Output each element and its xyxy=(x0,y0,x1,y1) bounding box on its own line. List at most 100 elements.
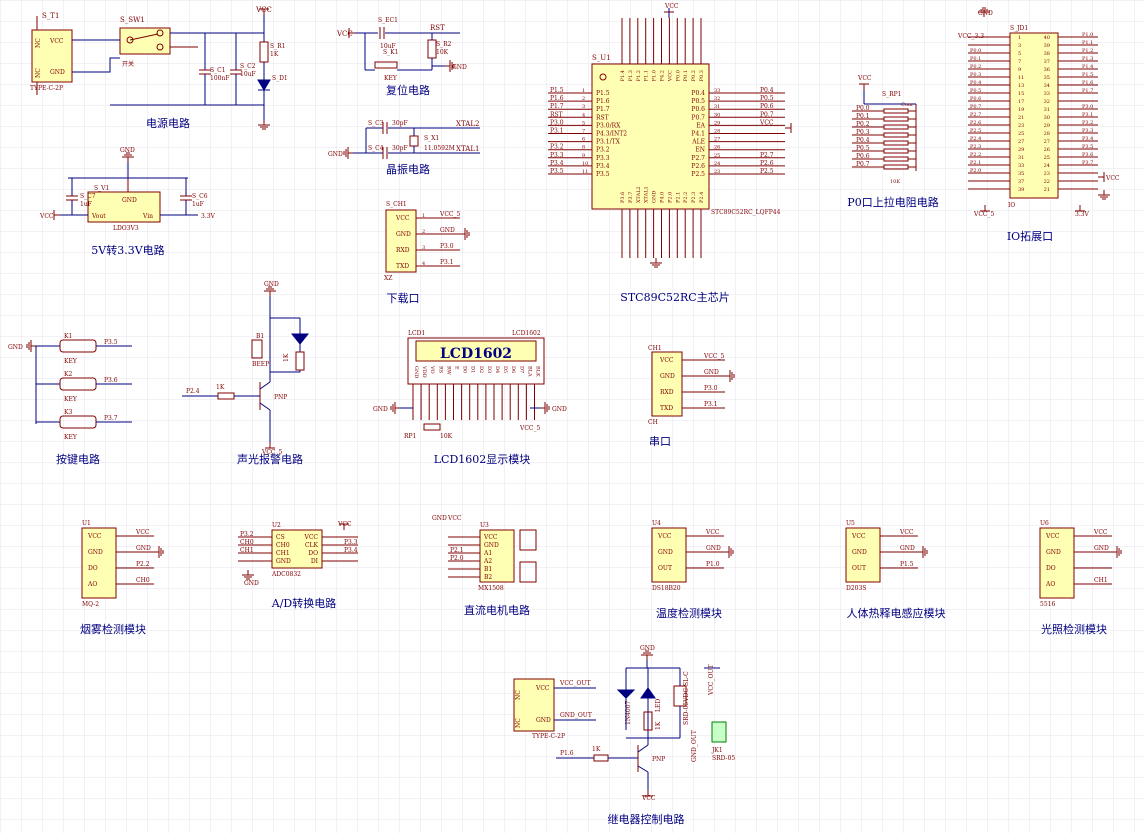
pin-number: 27 xyxy=(1044,139,1050,145)
label: D3 xyxy=(486,366,492,373)
label: P1.3 xyxy=(628,70,634,81)
serial-body xyxy=(651,351,683,417)
label: VCC xyxy=(659,357,674,364)
label: VCC xyxy=(483,534,498,541)
label: P0.4 xyxy=(760,87,774,94)
label: 1 xyxy=(582,88,585,94)
label: DS18B20 xyxy=(652,585,681,592)
label: P1.0 xyxy=(652,70,658,81)
label: GND_OUT xyxy=(691,730,698,762)
label: VCC xyxy=(1045,533,1060,540)
label: P0.5 xyxy=(760,95,774,102)
label: P3.5 xyxy=(550,168,564,175)
label: GND xyxy=(88,549,103,556)
label: 开关 xyxy=(122,60,134,68)
label: P3.2 xyxy=(550,144,564,151)
label: RW xyxy=(445,366,451,376)
label: GND xyxy=(852,549,867,556)
label: P3.3 xyxy=(344,539,358,546)
buzzer xyxy=(251,339,263,359)
label: DO xyxy=(1046,565,1056,572)
label: P0.6 xyxy=(760,103,774,110)
label: DO xyxy=(308,550,318,557)
label: S_R2 xyxy=(436,41,452,48)
label: P3.4 xyxy=(344,547,358,554)
label: 11.0592M xyxy=(424,145,455,152)
label: XTAL1 xyxy=(644,186,650,203)
label: GND xyxy=(452,64,467,71)
label: D0 xyxy=(462,366,468,373)
label: 100nF xyxy=(210,75,229,82)
label: VCC_5 xyxy=(703,353,725,360)
capacitor xyxy=(382,147,388,159)
smoke-body xyxy=(81,527,117,599)
label: P1.0 xyxy=(1082,32,1093,38)
label: VDD xyxy=(421,365,427,378)
capacitor xyxy=(382,122,388,134)
label: VCC xyxy=(857,75,872,82)
label: 30pF xyxy=(392,120,408,127)
power-port xyxy=(643,790,653,797)
pin-number: 35 xyxy=(1044,75,1050,81)
label: P3.2 xyxy=(240,531,254,538)
caption-power: 电源电路 xyxy=(146,116,190,130)
pin-number: 33 xyxy=(1018,163,1024,169)
label: 31 xyxy=(714,104,720,110)
label: P2.0 xyxy=(970,168,981,174)
label: GND xyxy=(900,545,915,552)
label: GND xyxy=(484,542,499,549)
label: P2.6 xyxy=(970,120,981,126)
ground-symbol xyxy=(343,147,353,159)
label: SRD-05 xyxy=(712,755,735,762)
label: GND xyxy=(552,406,567,413)
label: 11 xyxy=(582,169,588,175)
label: P2.2 xyxy=(970,152,981,158)
label: OUT xyxy=(658,565,672,572)
label: 8 xyxy=(582,145,585,151)
label: B2 xyxy=(484,574,492,581)
label: P1.2 xyxy=(1082,48,1093,54)
label: 5516 xyxy=(1040,601,1055,608)
label: P0.4 xyxy=(691,90,705,97)
lcd-screen xyxy=(415,340,537,362)
capacitor xyxy=(379,27,385,39)
label: XZ xyxy=(384,275,392,282)
label: RXD xyxy=(660,389,674,396)
pin-number: 21 xyxy=(1044,187,1050,193)
label: CS xyxy=(276,534,285,541)
label: P3.4 xyxy=(596,163,610,170)
label: P4.2 xyxy=(660,70,666,81)
label: TXD xyxy=(396,263,409,270)
label: VCC xyxy=(39,213,54,220)
pin-number: 26 xyxy=(1044,147,1050,153)
label: P3.0 xyxy=(704,385,718,392)
label: AO xyxy=(87,581,97,588)
label: JK1 xyxy=(711,747,723,754)
caption-relay: 继电器控制电路 xyxy=(608,812,685,826)
label: LCD1 xyxy=(408,330,425,337)
label: 1uF xyxy=(80,201,92,208)
label: LDO3V3 xyxy=(113,225,139,232)
pin-number: 23 xyxy=(1044,171,1050,177)
label: P3.1 xyxy=(704,401,718,408)
caption-reset: 复位电路 xyxy=(386,83,430,97)
label: P3.0/RX xyxy=(596,122,621,129)
label: A1 xyxy=(483,550,492,557)
label: RST xyxy=(550,111,563,118)
label: K1 xyxy=(64,333,72,340)
pin-number: 21 xyxy=(1018,115,1024,121)
label: P4.0 xyxy=(660,192,666,203)
ground-symbol xyxy=(650,258,662,268)
label: U5 xyxy=(846,520,855,527)
label: ADC0832 xyxy=(271,571,301,578)
label: S_C1 xyxy=(210,67,226,74)
label: P3.6 xyxy=(104,377,118,384)
label: KEY xyxy=(64,396,78,403)
motor-1 xyxy=(519,529,537,551)
label: S_V1 xyxy=(94,185,109,192)
